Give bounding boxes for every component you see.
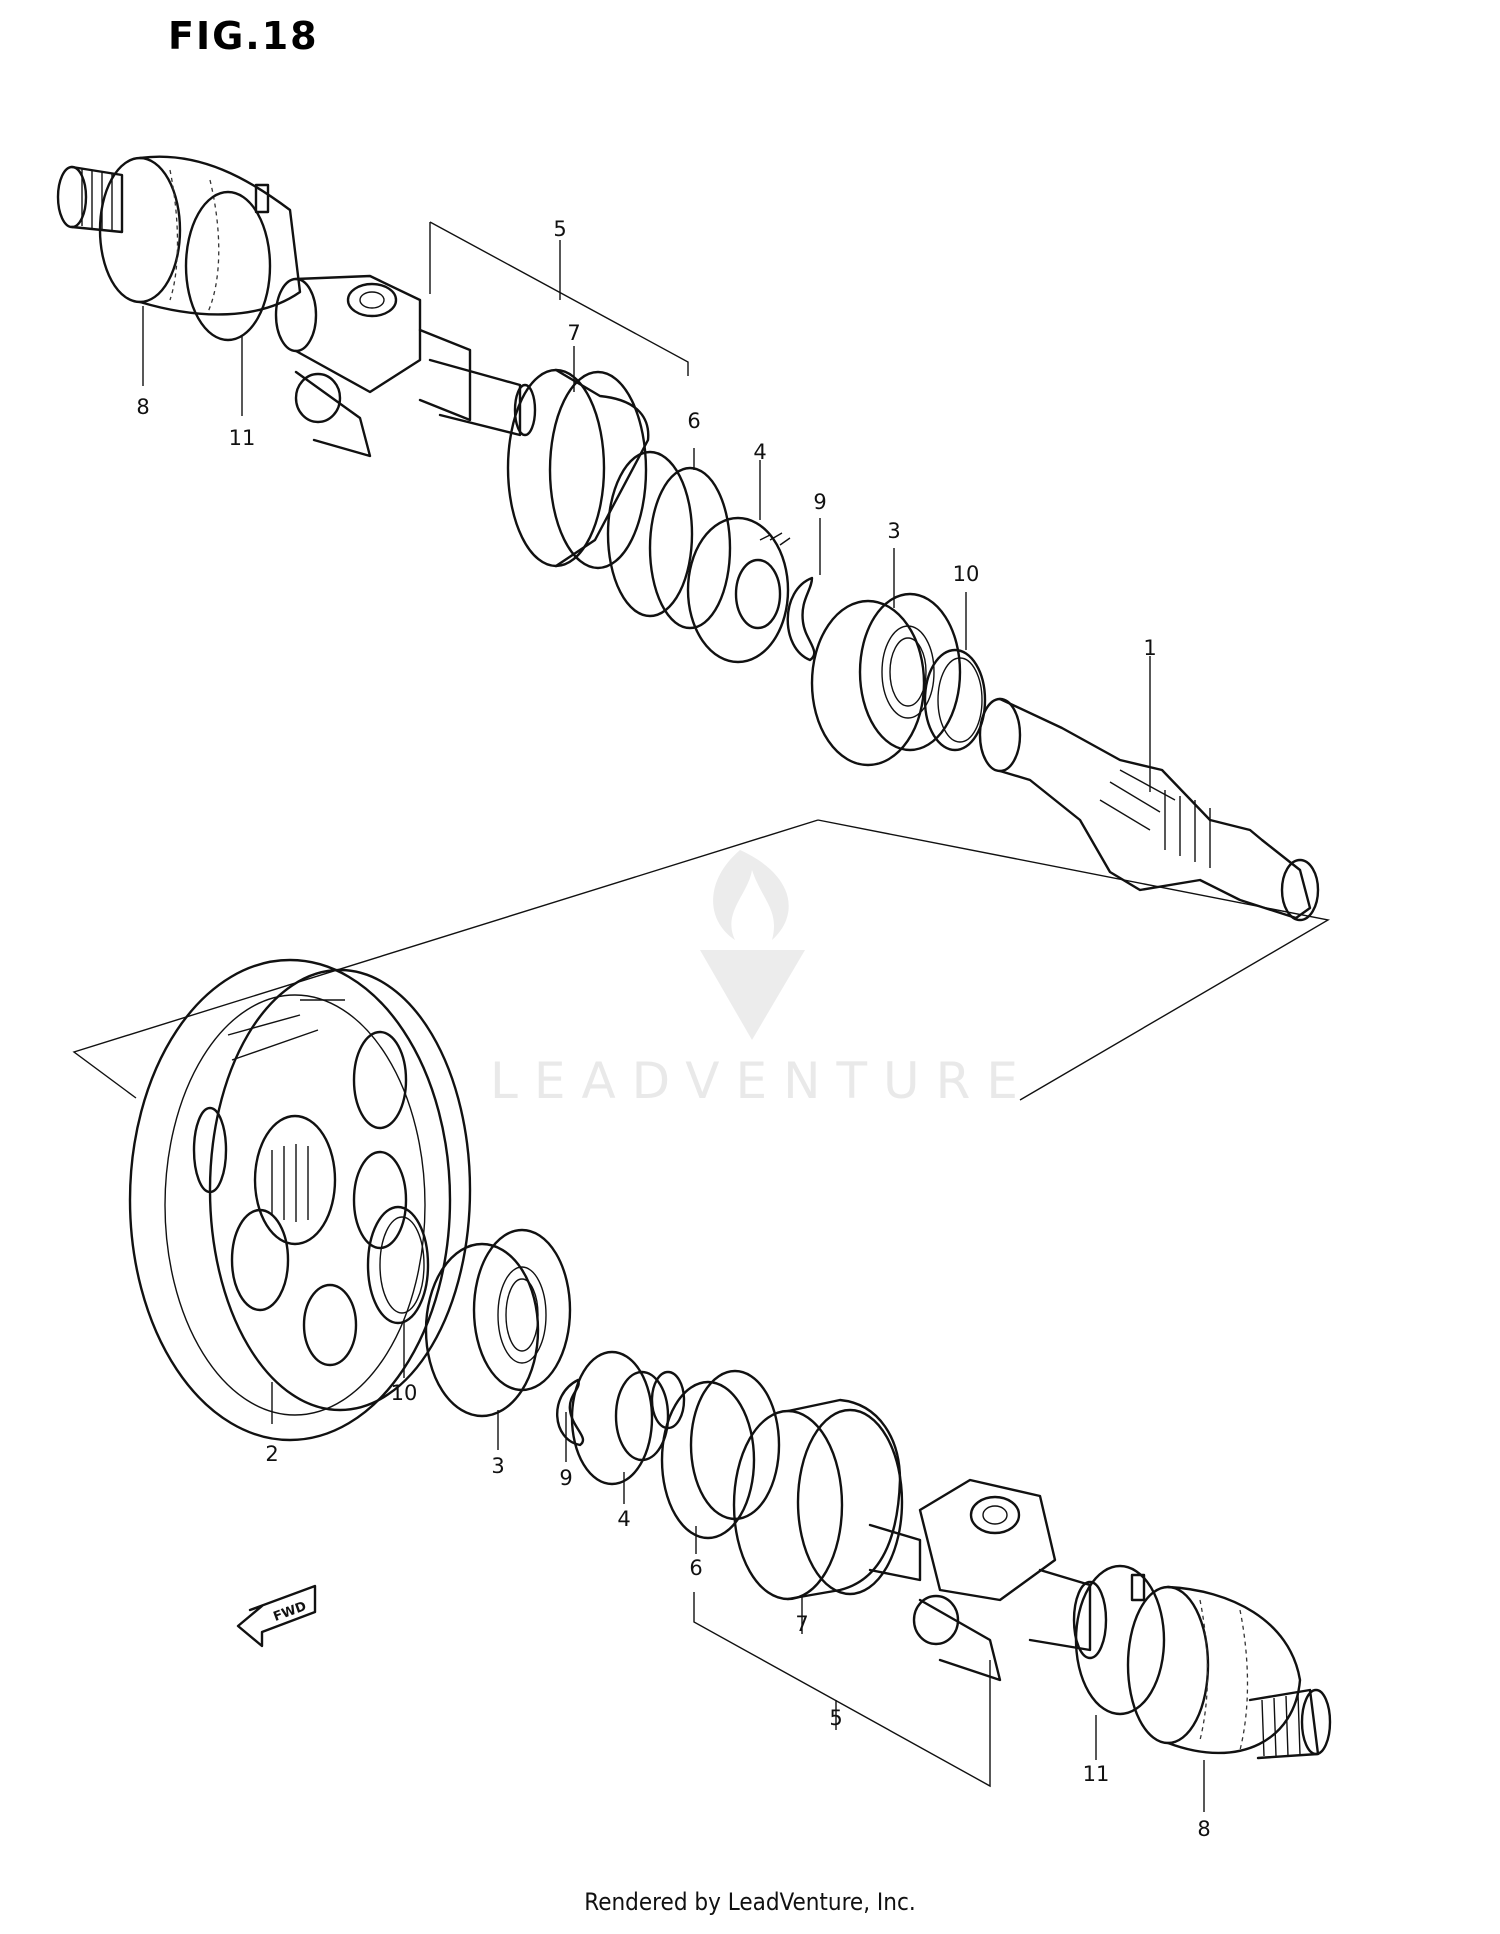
callout-upper-10: 10	[952, 562, 980, 586]
callout-lower-2: 2	[265, 1442, 279, 1466]
forward-direction-arrow-icon	[236, 1584, 317, 1648]
callout-lower-4: 4	[617, 1507, 631, 1531]
upper-seal	[686, 516, 791, 664]
callout-lower-6: 6	[689, 1556, 703, 1580]
watermark-text: LEADVENTURE	[490, 1052, 1034, 1110]
lower-ring	[660, 1369, 781, 1540]
upper-boot	[98, 155, 302, 316]
lower-drive-shaft-assembly	[128, 958, 1332, 1760]
upper-drive-shaft-assembly	[56, 155, 1320, 922]
lower-bearing	[424, 1228, 572, 1418]
upper-circlip-small	[786, 576, 816, 662]
lower-bracket-5	[693, 1592, 991, 1788]
upper-leaders	[142, 240, 1151, 792]
callout-upper-6: 6	[687, 409, 701, 433]
callout-upper-8: 8	[136, 395, 150, 419]
upper-threaded-end	[56, 165, 124, 234]
callout-lower-5: 5	[829, 1706, 843, 1730]
callout-upper-4: 4	[753, 440, 767, 464]
callout-upper-9: 9	[813, 490, 827, 514]
leadventure-logo-icon	[700, 850, 805, 1040]
upper-ring	[606, 450, 732, 630]
callout-lower-10: 10	[390, 1381, 418, 1405]
lower-seal	[570, 1350, 686, 1486]
callout-upper-1: 1	[1143, 636, 1157, 660]
upper-joint-yoke	[274, 274, 537, 458]
callout-upper-11: 11	[228, 426, 256, 450]
lower-boot-clamp	[1074, 1564, 1166, 1716]
upper-cup-housing	[506, 368, 650, 570]
callout-upper-3: 3	[887, 519, 901, 543]
render-credit-footer: Rendered by LeadVenture, Inc.	[584, 1888, 916, 1916]
callout-lower-8: 8	[1197, 1817, 1211, 1841]
callout-lower-3: 3	[491, 1454, 505, 1478]
callout-lower-11: 11	[1082, 1762, 1110, 1786]
lower-circlip-large	[366, 1205, 430, 1325]
upper-boot-clamp	[184, 183, 272, 342]
upper-splined-shaft	[978, 697, 1320, 922]
lower-cup-housing	[732, 1398, 904, 1601]
ring-gear	[128, 958, 472, 1442]
callout-lower-9: 9	[559, 1466, 573, 1490]
upper-bearing	[810, 592, 962, 767]
lower-threaded-end	[1248, 1688, 1332, 1760]
lower-circlip-small	[556, 1378, 585, 1447]
figure-title: FIG.18	[168, 14, 319, 58]
callout-upper-5: 5	[553, 217, 567, 241]
upper-bracket-5	[429, 221, 689, 376]
lower-leaders	[271, 1322, 1205, 1812]
callout-lower-7: 7	[795, 1612, 809, 1636]
callout-upper-7: 7	[567, 321, 581, 345]
lower-boot	[1126, 1585, 1302, 1755]
upper-circlip-large	[923, 648, 987, 752]
lower-joint-yoke	[868, 1478, 1108, 1682]
shaft-gear-connector	[72, 819, 1330, 1101]
